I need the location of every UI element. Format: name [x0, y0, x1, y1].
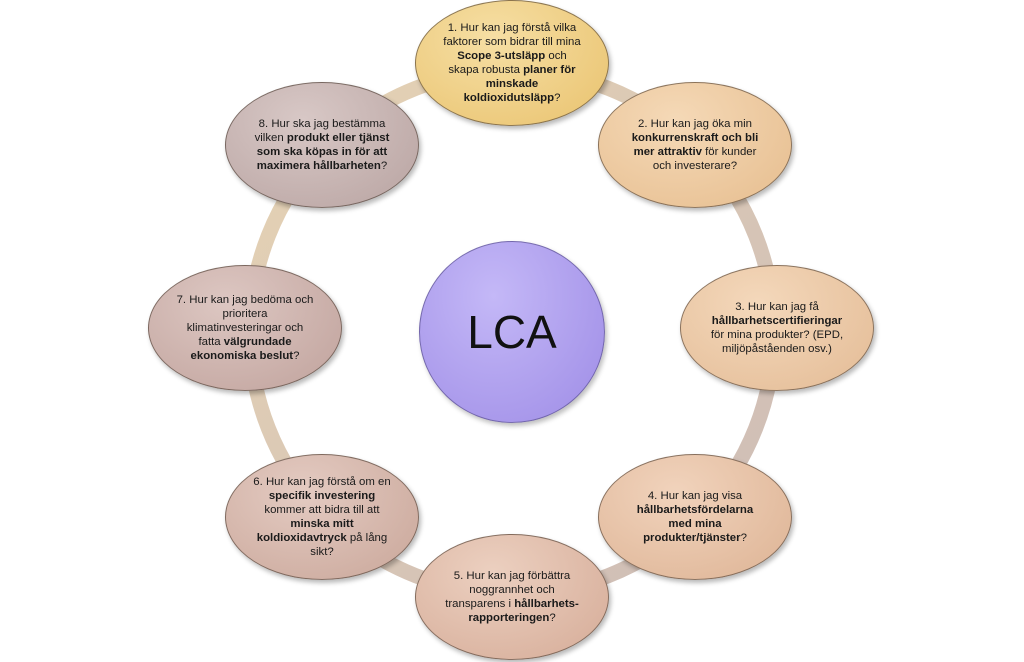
text-segment: ?	[740, 532, 747, 544]
text-segment: 7. Hur kan jag bedöma och prioritera kli…	[176, 294, 314, 348]
lca-center-circle: LCA	[419, 241, 605, 423]
text-segment: ?	[549, 612, 556, 624]
text-segment: konkurrenskraft och bli mer attraktiv	[631, 132, 759, 158]
question-node-4-text: 4. Hur kan jag visa hållbarhetsfördelarn…	[626, 489, 764, 545]
text-segment: minska mitt koldioxidavtryck	[256, 518, 354, 544]
text-segment: ?	[293, 350, 300, 362]
question-node-7: 7. Hur kan jag bedöma och prioritera kli…	[148, 265, 342, 391]
text-segment: för kunder och investerare?	[652, 146, 757, 172]
question-node-1-text: 1. Hur kan jag förstå vilka faktorer som…	[443, 21, 581, 105]
text-segment: hållbarhetsfördelarna med mina produkter…	[636, 504, 754, 544]
question-node-6: 6. Hur kan jag förstå om en specifik inv…	[225, 454, 419, 580]
lca-center-label: LCA	[467, 306, 557, 358]
text-segment: ?	[380, 160, 388, 172]
text-segment: 3. Hur kan jag få	[735, 301, 819, 313]
question-node-3-text: 3. Hur kan jag få hållbarhetscertifierin…	[708, 300, 846, 356]
text-segment: produkt eller tjänst som ska köpas in fö…	[256, 132, 390, 172]
text-segment: planer för minskade koldioxidutsläpp	[463, 64, 576, 104]
question-node-8-text: 8. Hur ska jag bestämma vilken produkt e…	[253, 117, 391, 173]
text-segment: specifik investering	[268, 490, 376, 502]
text-segment: välgrundade ekonomiska beslut	[190, 336, 294, 362]
question-node-2: 2. Hur kan jag öka min konkurrenskraft o…	[598, 82, 792, 208]
text-segment: 8. Hur ska jag bestämma vilken	[254, 118, 386, 144]
text-segment: kommer att bidra till att	[264, 504, 380, 516]
question-node-1: 1. Hur kan jag förstå vilka faktorer som…	[415, 0, 609, 126]
text-segment: 2. Hur kan jag öka min	[638, 118, 752, 130]
text-segment: 4. Hur kan jag visa	[647, 490, 743, 502]
question-node-2-text: 2. Hur kan jag öka min konkurrenskraft o…	[626, 117, 764, 173]
text-segment: ?	[554, 92, 561, 104]
question-node-3: 3. Hur kan jag få hållbarhetscertifierin…	[680, 265, 874, 391]
question-node-6-text: 6. Hur kan jag förstå om en specifik inv…	[253, 475, 391, 559]
text-segment: 5. Hur kan jag förbättra noggrannhet och…	[445, 570, 571, 610]
question-node-7-text: 7. Hur kan jag bedöma och prioritera kli…	[176, 293, 314, 363]
question-node-4: 4. Hur kan jag visa hållbarhetsfördelarn…	[598, 454, 792, 580]
text-segment: 1. Hur kan jag förstå vilka faktorer som…	[443, 22, 581, 48]
text-segment: Scope 3-utsläpp	[457, 50, 546, 62]
text-segment: hållbarhets-rapporteringen	[468, 598, 579, 624]
text-segment: och skapa robusta	[448, 50, 567, 76]
text-segment: för mina produkter? (EPD, miljöpåstående…	[710, 329, 844, 355]
text-segment: 6. Hur kan jag förstå om en	[253, 476, 391, 488]
text-segment: hållbarhetscertifieringar	[711, 315, 843, 327]
question-node-5-text: 5. Hur kan jag förbättra noggrannhet och…	[443, 569, 581, 625]
text-segment: på lång sikt?	[310, 532, 388, 558]
question-node-5: 5. Hur kan jag förbättra noggrannhet och…	[415, 534, 609, 660]
question-node-8: 8. Hur ska jag bestämma vilken produkt e…	[225, 82, 419, 208]
